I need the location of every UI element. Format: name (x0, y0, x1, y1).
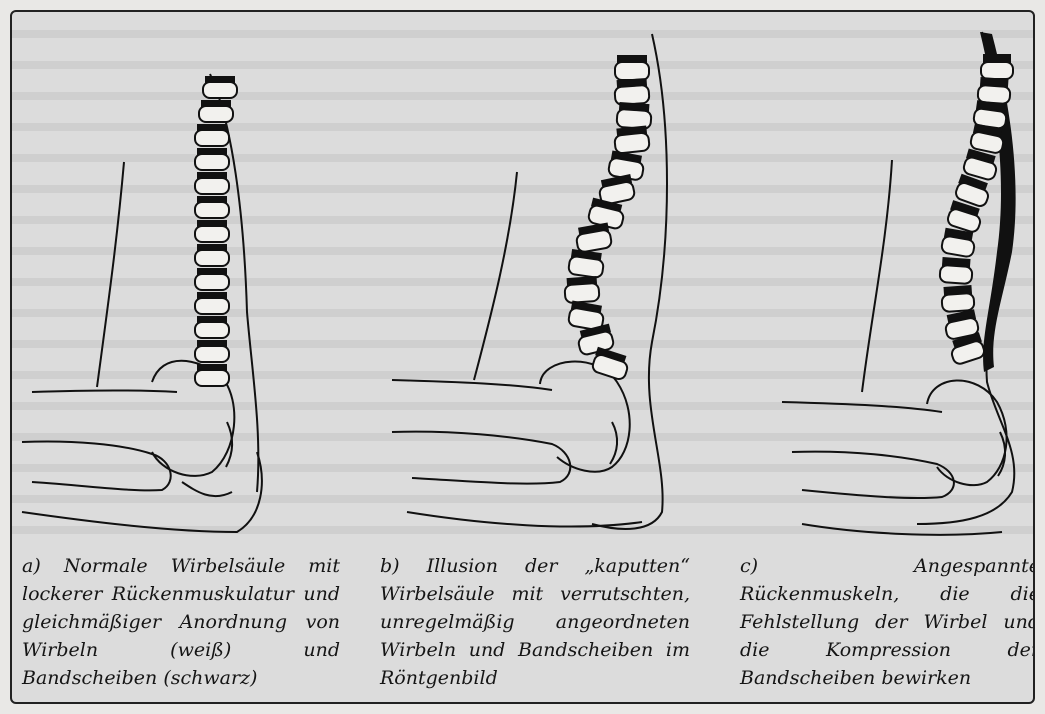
vertebra (941, 293, 974, 312)
vertebrae-b (564, 55, 651, 381)
vertebra (195, 154, 229, 170)
spine-illustrations (12, 12, 1035, 552)
vertebra (195, 274, 229, 290)
vertebra (616, 109, 651, 129)
caption-figure-a: a) Normale Wirbelsäule mit lockerer Rück… (22, 552, 340, 692)
vertebra (195, 346, 229, 362)
vertebra (614, 132, 650, 153)
vertebra (939, 265, 972, 284)
vertebra (981, 62, 1013, 79)
vertebra (615, 62, 649, 80)
vertebra (199, 106, 233, 122)
vertebra (195, 298, 229, 314)
vertebra (568, 256, 604, 279)
vertebra (195, 226, 229, 242)
vertebra (195, 202, 229, 218)
caption-figure-b: b) Illusion der „kaputten“ Wirbelsäule m… (380, 552, 690, 692)
vertebra (195, 370, 229, 386)
vertebra (195, 250, 229, 266)
vertebra (203, 82, 237, 98)
vertebra (195, 130, 229, 146)
vertebra (195, 178, 229, 194)
vertebrae-a (195, 76, 237, 386)
caption-figure-c: c) Angespannte Rückenmuskeln, die die Fe… (740, 552, 1035, 692)
vertebra (564, 283, 599, 303)
vertebra (195, 322, 229, 338)
figure-frame: a) Normale Wirbelsäule mit lockerer Rück… (10, 10, 1035, 704)
